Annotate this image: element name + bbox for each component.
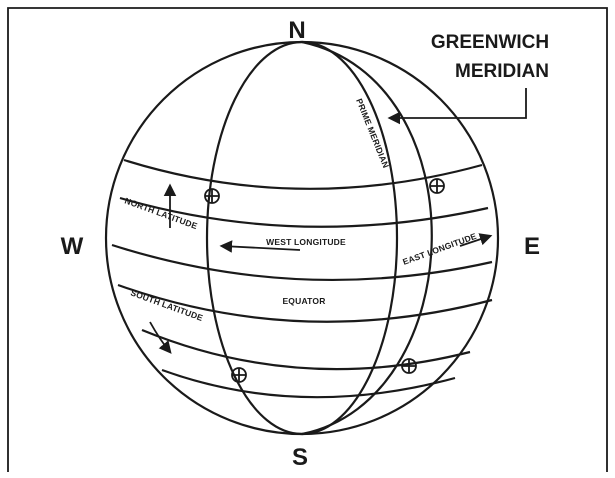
greenwich-callout-arrow [390, 88, 526, 118]
callout-line-1: GREENWICH [431, 32, 549, 53]
intersection-marker-sw [232, 368, 246, 382]
equator-label: EQUATOR [282, 296, 325, 306]
south-latitude-label: SOUTH LATITUDE [129, 287, 204, 323]
intersection-marker-ne [430, 179, 444, 193]
north-label: N [288, 17, 305, 44]
south-label: S [292, 444, 308, 471]
intersection-marker-se [402, 359, 416, 373]
callout-line-2: MERIDIAN [455, 61, 549, 82]
south-latitude-upper-line [142, 330, 470, 369]
south-latitude-arrow [150, 322, 170, 352]
west-longitude-label: WEST LONGITUDE [266, 237, 346, 247]
south-latitude-lower-line [162, 370, 455, 397]
east-label: E [524, 233, 540, 260]
intersection-marker-nw [205, 189, 219, 203]
east-longitude-label: EAST LONGITUDE [401, 231, 478, 267]
west-label: W [61, 233, 84, 260]
north-latitude-upper-line [124, 160, 482, 189]
